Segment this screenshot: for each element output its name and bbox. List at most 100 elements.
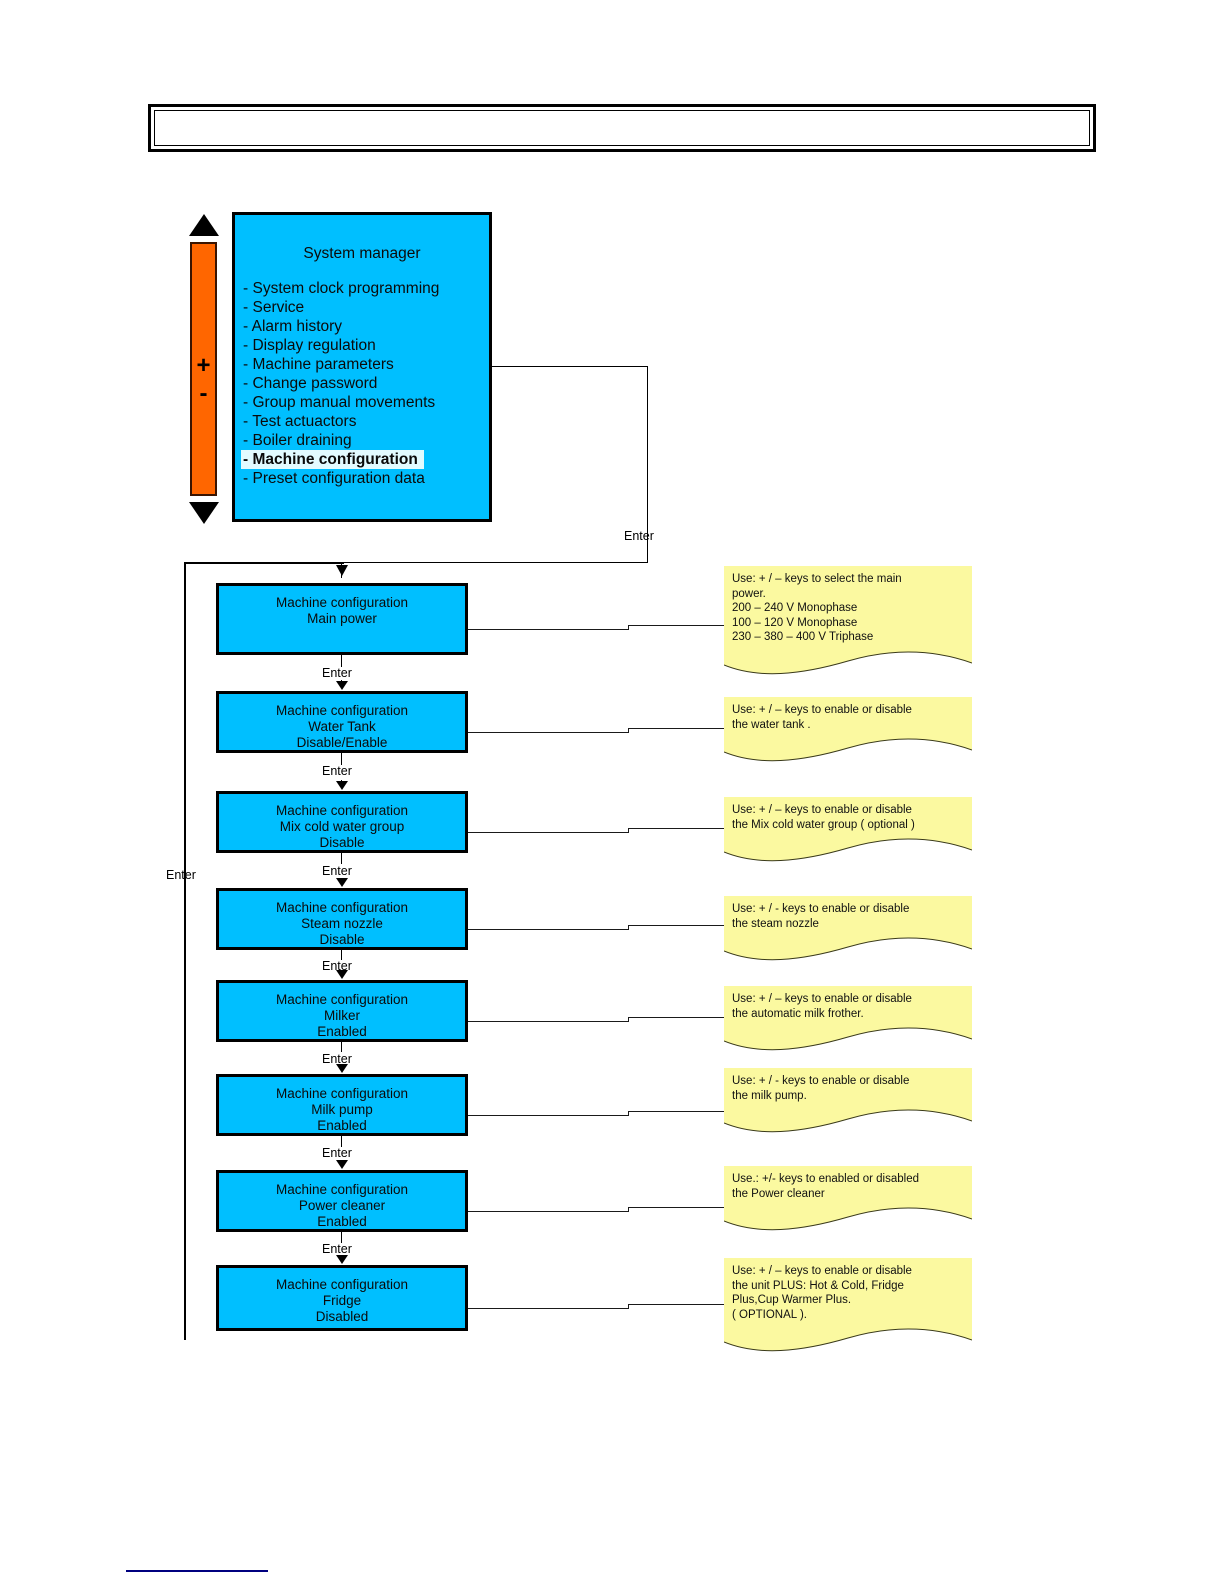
- note-connector-step-1: [628, 728, 629, 733]
- flow-box-subject: Power cleaner: [298, 1198, 386, 1213]
- item-dash: -: [243, 375, 249, 392]
- note-line: power.: [732, 587, 766, 600]
- note-steam-nozzle: Use: + / - keys to enable or disable the …: [724, 896, 972, 961]
- note-connector-step-5: [628, 1111, 629, 1116]
- item-dash: -: [243, 299, 249, 316]
- enter-label-step-6: Enter: [322, 1146, 352, 1160]
- item-label: Change password: [252, 375, 378, 392]
- note-connector-step-4: [628, 1017, 629, 1022]
- note-line: the Power cleaner: [732, 1187, 825, 1200]
- system-manager-menu-list: - System clock programming- Service- Ala…: [241, 279, 489, 488]
- flow-box-subject: Main power: [307, 611, 377, 626]
- note-line: the milk pump.: [732, 1089, 807, 1102]
- note-wavy-bottom-edge: [724, 935, 972, 961]
- note-line: Use: + / - keys to enable or disable: [732, 903, 910, 915]
- note-connector-step-0: [628, 625, 629, 630]
- scroll-up-arrow-icon[interactable]: [189, 214, 219, 236]
- flow-box-subject: Fridge: [322, 1293, 362, 1308]
- enter-arrowhead-icon-7: [336, 1255, 348, 1264]
- note-connector-a-5: [468, 1115, 628, 1116]
- note-wavy-bottom-edge: [724, 1205, 972, 1231]
- enter-label-step-1: Enter: [322, 666, 352, 680]
- system-manager-item-group-manual-movements[interactable]: - Group manual movements: [241, 393, 489, 412]
- item-dash: -: [243, 413, 249, 430]
- note-line: the steam nozzle: [732, 917, 819, 930]
- enter-connector-upper: [341, 1232, 342, 1243]
- item-dash: -: [243, 470, 249, 487]
- scroll-track[interactable]: + -: [190, 242, 217, 496]
- plus-key-icon[interactable]: +: [196, 352, 211, 379]
- note-wavy-bottom-edge: [724, 836, 972, 862]
- note-connector-step-7: [628, 1304, 629, 1309]
- item-label: Display regulation: [252, 337, 376, 354]
- footnote-separator: [126, 1570, 268, 1572]
- note-line: Use: + / – keys to enable or disable: [732, 804, 912, 816]
- note-wavy-bottom-edge: [724, 736, 972, 762]
- system-manager-item-machine-parameters[interactable]: - Machine parameters: [241, 355, 489, 374]
- flow-box-subject: Milker: [324, 1008, 360, 1023]
- system-manager-item-machine-configuration[interactable]: - Machine configuration: [241, 450, 424, 469]
- item-label: Machine configuration: [252, 451, 418, 468]
- item-dash: -: [243, 394, 249, 411]
- enter-label-top: Enter: [624, 529, 654, 543]
- item-dash: -: [243, 280, 249, 297]
- note-line: 200 – 240 V Monophase: [732, 602, 858, 614]
- enter-connector-upper: [341, 655, 342, 667]
- page-header-bar: [148, 104, 1096, 152]
- note-line: 100 – 120 V Monophase: [732, 616, 858, 629]
- note-line: 230 – 380 – 400 V Triphase: [732, 631, 874, 643]
- scroll-down-arrow-icon[interactable]: [189, 502, 219, 524]
- system-manager-item-display-regulation[interactable]: - Display regulation: [241, 336, 489, 355]
- note-connector-a-7: [468, 1308, 628, 1309]
- flow-box-title: Machine configuration: [275, 1086, 409, 1101]
- enter-arrowhead-icon-4: [336, 970, 348, 979]
- system-manager-item-alarm-history[interactable]: - Alarm history: [241, 317, 489, 336]
- enter-label-step-2: Enter: [322, 764, 352, 778]
- first-box-arrowhead-icon: [336, 565, 348, 576]
- item-dash: -: [243, 356, 249, 373]
- note-line: the unit PLUS: Hot & Cold, Fridge: [732, 1279, 904, 1292]
- minus-key-icon[interactable]: -: [199, 380, 208, 407]
- flow-box-title: Machine configuration: [275, 1182, 409, 1197]
- system-manager-item-boiler-draining[interactable]: - Boiler draining: [241, 431, 489, 450]
- system-manager-branch-bottom: [344, 562, 648, 563]
- note-connector-a-0: [468, 629, 628, 630]
- item-label: Group manual movements: [252, 394, 436, 411]
- note-connector-b-0: [628, 625, 724, 626]
- note-connector-a-2: [468, 832, 628, 833]
- system-manager-branch-horizontal: [492, 366, 648, 367]
- system-manager-item-preset-configuration-data[interactable]: - Preset configuration data: [241, 469, 489, 488]
- left-return-bus-vertical: [184, 562, 186, 1340]
- system-manager-item-service[interactable]: - Service: [241, 298, 489, 317]
- note-wavy-bottom-edge: [724, 1326, 972, 1352]
- flow-box-value: Disabled: [315, 1309, 369, 1324]
- system-manager-item-change-password[interactable]: - Change password: [241, 374, 489, 393]
- item-label: Service: [252, 299, 305, 316]
- system-manager-item-system-clock-programming[interactable]: - System clock programming: [241, 279, 489, 298]
- system-manager-branch-vertical: [647, 366, 648, 563]
- flow-box-title: Machine configuration: [275, 803, 409, 818]
- system-manager-item-test-actuactors[interactable]: - Test actuactors: [241, 412, 489, 431]
- item-label: System clock programming: [252, 280, 440, 297]
- note-connector-a-4: [468, 1021, 628, 1022]
- flow-box-subject: Steam nozzle: [301, 916, 383, 931]
- item-dash: -: [243, 451, 249, 468]
- enter-connector-upper: [341, 753, 342, 765]
- enter-arrowhead-icon-3: [336, 878, 348, 887]
- scroll-control[interactable]: + -: [184, 214, 224, 524]
- flow-box-value: Enabled: [317, 1214, 367, 1229]
- enter-label-step-7: Enter: [322, 1242, 352, 1256]
